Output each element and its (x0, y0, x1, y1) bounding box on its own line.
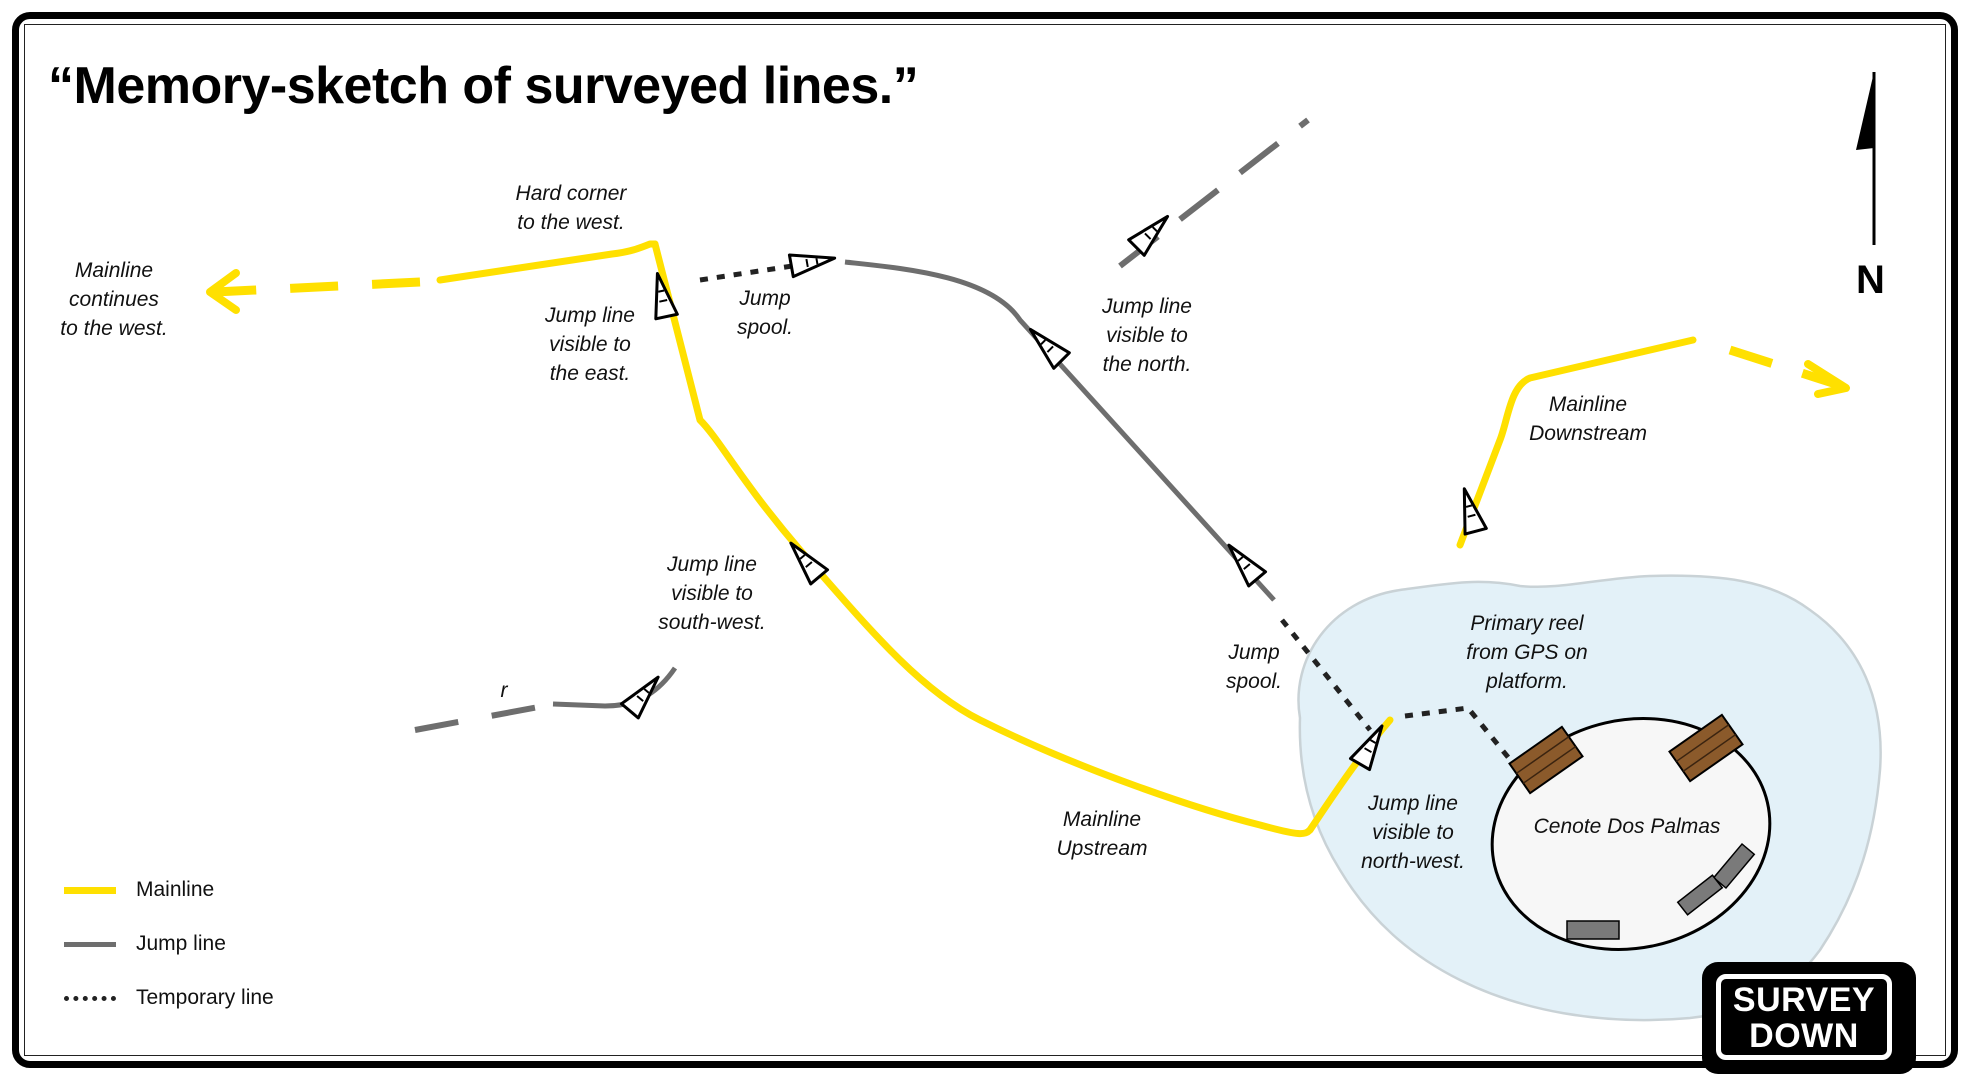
jump-line-southwest-solid (552, 666, 678, 709)
legend-item-jump: Jump line (64, 929, 226, 959)
label-line: the east. (549, 362, 631, 385)
step-right-lower (1676, 874, 1724, 916)
mainline-hard-corner (436, 240, 659, 284)
line-arrow-marker-icon (789, 541, 830, 586)
label-line: from GPS on (1466, 641, 1588, 664)
label-line: visible to (671, 582, 753, 605)
label-line: visible to (549, 333, 631, 356)
label-mainline-downstream: Mainline Downstream (1529, 390, 1647, 448)
label-line: Primary reel (1470, 612, 1584, 635)
temporary-line-reel (1404, 705, 1514, 764)
north-arrow (1856, 72, 1876, 245)
north-label: N (1856, 258, 1885, 302)
outer-frame (12, 12, 1958, 1068)
label-jump-spool-top: Jump spool. (737, 284, 793, 342)
survey-down-logo: SURVEY DOWN (1702, 962, 1916, 1074)
north-arrowhead-icon (1856, 72, 1874, 150)
mainline-upstream (651, 240, 1394, 838)
label-cenote: Cenote Dos Palmas (1534, 812, 1721, 841)
label-jump-spool-bottom: Jump spool. (1226, 638, 1282, 696)
legend-swatch-jump (64, 941, 116, 947)
mainline-downstream (1456, 336, 1697, 549)
jump-line-north (844, 259, 1276, 602)
label-line: spool. (1225, 670, 1283, 693)
label-line: Jump line (1368, 792, 1458, 815)
step-bottom (1566, 920, 1620, 940)
line-arrow-marker-icon (619, 675, 660, 720)
logo-line1: SURVEY (1732, 981, 1876, 1019)
legend-swatch-mainline (64, 886, 116, 894)
mainline-west-arrowhead (206, 269, 240, 314)
label-primary-reel: Primary reel from GPS on platform. (1466, 609, 1587, 696)
label-jump-southwest: Jump line visible to south-west. (658, 550, 765, 637)
label-line: to the west. (60, 317, 168, 340)
legend-item-temporary: Temporary line (64, 983, 274, 1013)
label-line: continues (69, 288, 159, 311)
label-line: Mainline (1062, 808, 1142, 831)
legend-label: Jump line (136, 932, 226, 955)
label-line: Jump line (1102, 295, 1192, 318)
label-line: visible to (1372, 821, 1454, 844)
label-line: Jump (1228, 641, 1280, 664)
label-jump-northwest: Jump line visible to north-west. (1361, 789, 1465, 876)
label-line: Mainline (1548, 393, 1628, 416)
label-jump-north: Jump line visible to the north. (1102, 292, 1192, 379)
label-line: Downstream (1529, 422, 1647, 445)
logo-frame: SURVEY DOWN (1716, 974, 1892, 1060)
line-arrow-marker-icon (1227, 543, 1268, 588)
temporary-line-top (699, 260, 813, 283)
legend-label: Mainline (136, 878, 215, 901)
mainline-downstream-dashed (1728, 345, 1844, 391)
label-mainline-upstream: Mainline Upstream (1056, 805, 1147, 863)
label-line: Mainline (74, 259, 154, 282)
label-line: to the west. (517, 211, 625, 234)
line-arrow-marker-icon (1348, 724, 1384, 772)
legend-item-mainline: Mainline (64, 875, 214, 905)
jump-line-southwest-dashed (414, 701, 556, 733)
label-line: north-west. (1361, 850, 1465, 873)
label-line: the north. (1102, 353, 1192, 376)
label-line: south-west. (658, 611, 766, 634)
label-jump-east: Jump line visible to the east. (545, 301, 635, 388)
wood-bench-left (1508, 725, 1584, 795)
label-r: r (501, 676, 508, 705)
logo-line2: DOWN (1749, 1017, 1859, 1055)
label-line: visible to (1106, 324, 1188, 347)
mainline-west-dashed (214, 277, 421, 297)
line-arrow-marker-icon (787, 253, 837, 279)
label-hard-corner: Hard corner to the west. (516, 179, 627, 237)
legend-swatch-temporary (64, 995, 116, 1001)
label-line: Upstream (1056, 837, 1148, 860)
line-arrow-marker-icon (1127, 214, 1170, 257)
mainline-downstream-arrowhead (1804, 360, 1850, 398)
label-line: r (500, 679, 508, 702)
label-mainline-west: Mainline continues to the west. (60, 256, 167, 343)
inner-frame (24, 24, 1946, 1056)
page-title: “Memory-sketch of surveyed lines.” (48, 57, 919, 115)
line-arrow-marker-icon (654, 271, 679, 321)
label-line: Jump line (545, 304, 635, 327)
label-line: spool. (736, 316, 794, 339)
step-right-upper (1712, 842, 1756, 890)
line-arrow-marker-icon (1462, 487, 1488, 536)
line-arrow-marker-icon (1028, 327, 1071, 370)
wood-bench-right (1668, 713, 1744, 783)
label-line: Jump line (667, 553, 757, 576)
legend-label: Temporary line (136, 986, 274, 1009)
temporary-line-spool (1280, 618, 1372, 732)
label-line: platform. (1486, 670, 1568, 693)
label-line: Jump (739, 287, 791, 310)
label-line: Hard corner (515, 182, 627, 205)
label-line: Cenote Dos Palmas (1533, 815, 1721, 838)
